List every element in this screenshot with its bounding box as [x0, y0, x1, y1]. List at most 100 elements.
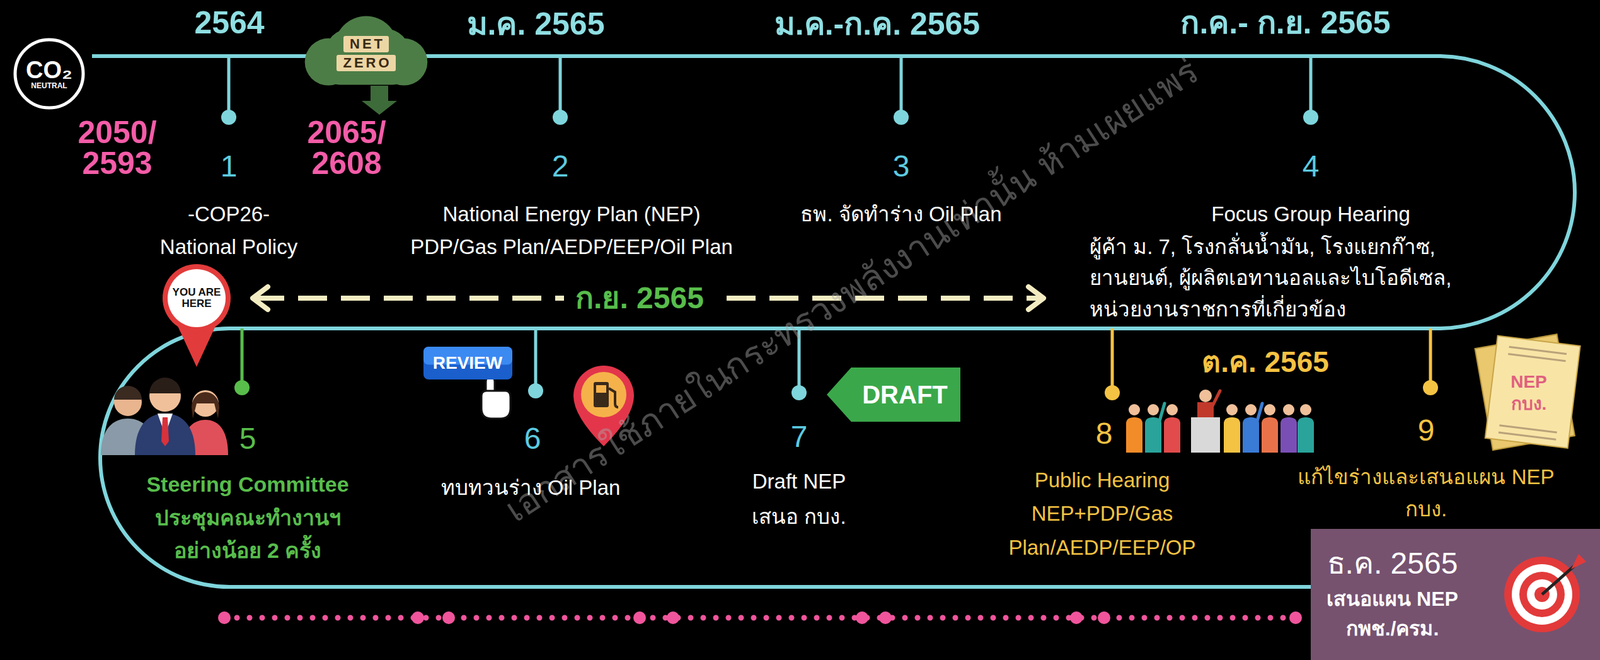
- raised-arm: [1257, 403, 1263, 421]
- cloud-shape: [305, 16, 428, 86]
- milestone-dot: [893, 109, 909, 125]
- milestone-stems: [228, 56, 1311, 393]
- step-number: 7: [790, 417, 808, 456]
- fuel-pin: [573, 365, 634, 447]
- person-body: [1223, 417, 1241, 453]
- dart-shaft: [1542, 565, 1575, 595]
- participant-list: ผู้ค้า ม. 7, โรงกลั่นน้ำมัน, โรงแยกก๊าซ,…: [1089, 231, 1452, 326]
- raised-arm: [1159, 403, 1165, 421]
- person-body: [1242, 417, 1260, 453]
- cursor-palm: [481, 390, 511, 419]
- plan-document-outline: [1465, 332, 1592, 453]
- timeline-track: [92, 56, 1575, 587]
- down-arrow: [361, 85, 398, 115]
- bead: [1097, 611, 1111, 624]
- target-ring: [1504, 556, 1580, 633]
- step-text: Steering Committee ประชุมคณะทำงานฯ อย่าง…: [146, 467, 349, 568]
- pin-ring: [162, 264, 231, 333]
- badge-ring: [15, 39, 84, 108]
- step-number: 1: [220, 147, 238, 186]
- speaker-head: [1199, 389, 1212, 403]
- milestone-stem: [899, 56, 904, 118]
- person-hair: [191, 391, 220, 419]
- box-fill: [1310, 528, 1600, 660]
- person-hair: [114, 385, 142, 400]
- step-text: -COP26- National Policy: [160, 197, 298, 264]
- milestone-dot: [1303, 109, 1319, 125]
- person-head: [1283, 403, 1295, 416]
- bead: [218, 611, 231, 624]
- person-head: [1166, 403, 1178, 416]
- milestone-stem: [1309, 56, 1313, 118]
- milestone-dot: [221, 109, 237, 125]
- milestone-stem: [227, 56, 231, 118]
- review-button: REVIEW: [423, 346, 513, 380]
- podium: [1191, 417, 1221, 453]
- paper-front: [1485, 335, 1581, 449]
- step-number: 6: [524, 419, 542, 458]
- deadline-text: เสนอแผน NEP กพช./ครม.: [1326, 584, 1459, 643]
- month-heading: ก.ค.- ก.ย. 2565: [1180, 3, 1391, 43]
- step-number: 4: [1302, 147, 1320, 186]
- draft-tag: DRAFT: [826, 367, 961, 422]
- committee-people: [100, 377, 229, 455]
- person-head: [1147, 403, 1159, 416]
- month-label: ต.ค. 2565: [1201, 344, 1330, 381]
- fuel-pump-window: [596, 385, 607, 393]
- pin-center: [581, 371, 627, 418]
- badge-caption: NEUTRAL: [30, 81, 67, 90]
- hand-cursor: [481, 376, 511, 419]
- person-head: [1245, 403, 1257, 416]
- badge-text: CO₂: [25, 57, 73, 82]
- arrow-head: [252, 286, 268, 310]
- milestone-dot: [552, 109, 568, 125]
- step-text: ธพ. จัดทำร่าง Oil Plan: [800, 201, 1002, 227]
- period-label: ก.ย. 2565: [564, 279, 716, 317]
- step-number: 9: [1417, 411, 1435, 450]
- person-body: [1261, 417, 1278, 453]
- bead: [1289, 611, 1302, 624]
- speaker-arm: [1212, 390, 1221, 406]
- paper-lines: [1498, 346, 1567, 440]
- milestone-stem: [240, 328, 244, 388]
- person-body: [134, 413, 196, 455]
- person-head: [1264, 403, 1276, 416]
- step-number: 3: [892, 147, 910, 186]
- paper-line: [1498, 432, 1556, 440]
- net-zero-cloud-outline: [298, 18, 434, 89]
- bead: [879, 611, 892, 624]
- person-hair: [149, 377, 181, 394]
- person-body: [1145, 417, 1162, 453]
- paper-line: [1509, 346, 1567, 354]
- pin-face: [167, 269, 226, 328]
- co2-badge: CO₂NEUTRAL: [13, 37, 86, 110]
- step-text: ทบทวนร่าง Oil Plan: [441, 474, 621, 501]
- target-year: 2065/ 2608: [306, 117, 386, 179]
- year-heading: 2564: [194, 3, 265, 43]
- milestone-stem: [534, 328, 538, 391]
- milestone-stem: [558, 56, 563, 118]
- button-text: REVIEW: [432, 353, 503, 374]
- net-zero-cloud: NETZERO: [298, 18, 434, 89]
- step-text: แก้ไขร่างและเสนอแผน NEP กบง.: [1297, 460, 1554, 525]
- crowd: [1126, 389, 1314, 453]
- milestone-dot: [1422, 379, 1439, 396]
- dotted-line-beads: [218, 611, 1302, 624]
- milestone-dot: [528, 383, 544, 399]
- button-fill: [423, 346, 513, 380]
- tag-shape: [826, 367, 961, 422]
- bead: [855, 611, 869, 624]
- bead: [633, 611, 646, 624]
- arrow-head: [1028, 286, 1044, 310]
- person-head: [1128, 403, 1140, 416]
- milestone-stem: [797, 328, 801, 393]
- letter-tile: NET: [343, 35, 389, 53]
- bead: [411, 611, 425, 624]
- month-heading: ม.ค. 2565: [466, 4, 605, 45]
- dotted-line: [224, 615, 1306, 621]
- deadline-box: ธ.ค. 2565เสนอแผน NEP กพช./ครม.: [1310, 528, 1600, 660]
- person-body: [1126, 417, 1143, 453]
- step-text: Public Hearing NEP+PDP/Gas Plan/AEDP/EEP…: [1008, 463, 1196, 565]
- step-heading: Focus Group Hearing: [1211, 201, 1410, 227]
- paper-line: [1499, 425, 1557, 433]
